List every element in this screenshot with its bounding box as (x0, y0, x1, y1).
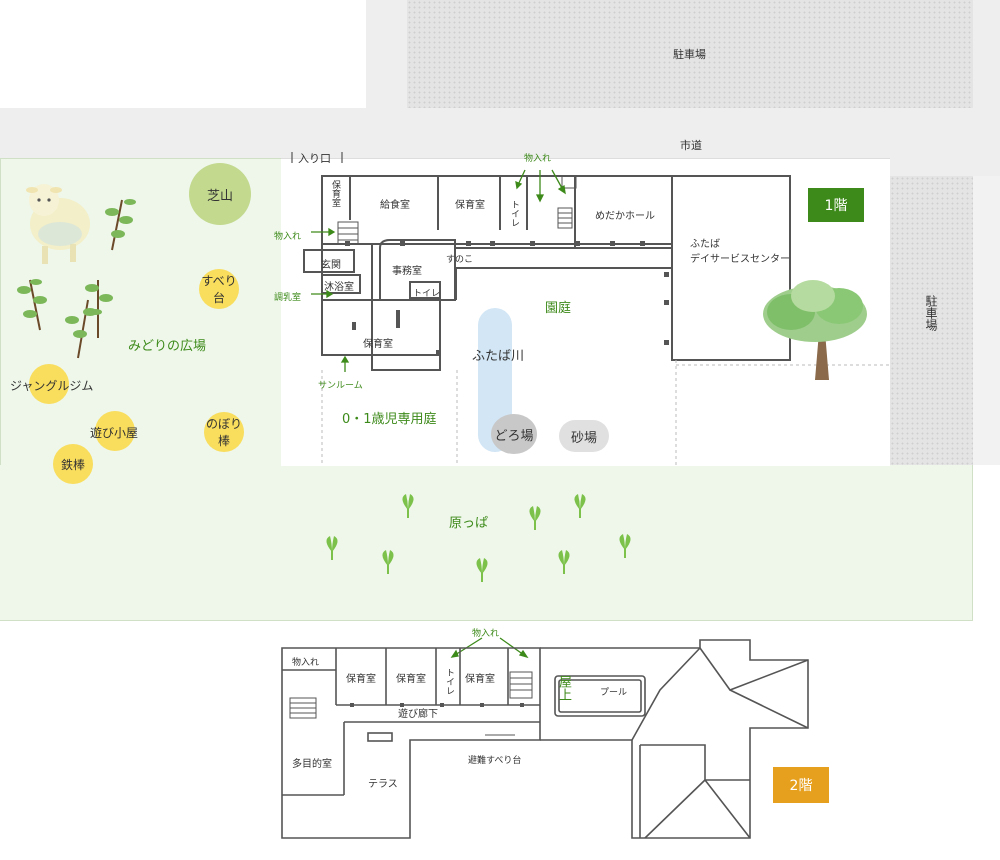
mud-area-label: どろ場 (494, 428, 534, 444)
parking-right-label: 駐車場 (924, 295, 938, 331)
f1-genkan-label: 玄関 (321, 260, 341, 271)
iron-bar-marker: 鉄棒 (53, 444, 93, 484)
f1-hoiku-a-label: 保育室 (455, 200, 485, 211)
f1-toilet-b-label: トイレ (413, 289, 441, 299)
mud-area: どろ場 (491, 414, 537, 454)
floor2-badge-label: 2階 (789, 778, 813, 794)
f1-monoire-left-label: 物入れ (274, 232, 302, 242)
floor1-badge: 1階 (808, 188, 864, 222)
f2-terrace-label: テラス (368, 779, 398, 790)
f2-okujo-label: 屋上 (556, 675, 571, 701)
parking-area-right (890, 176, 973, 465)
sheep-illustration (26, 184, 90, 264)
parking-top-label: 駐車場 (673, 48, 706, 61)
shibayama-label: 芝山 (206, 188, 233, 204)
f1-sunroom-label: サンルーム (318, 381, 363, 391)
f1-medaka-label: めだかホール (595, 211, 655, 222)
f1-toilet-a-label: トイレ (509, 200, 519, 227)
f1-dayservice-label-2: デイサービスセンター (690, 254, 790, 265)
sandbox-label: 砂場 (570, 430, 597, 446)
entrance-label: 入り口 (298, 152, 331, 165)
f2-monoire-top-label: 物入れ (472, 629, 500, 639)
f1-mokuyoku-label: 沐浴室 (324, 282, 354, 293)
f2-rouka-label: 遊び廊下 (398, 709, 438, 720)
slide-label: すべり台 (201, 274, 237, 305)
f1-dayservice (671, 175, 791, 361)
f2-tamokuteki-label: 多目的室 (292, 759, 332, 770)
f1-medaka (574, 175, 673, 249)
shibayama-mound: 芝山 (189, 163, 251, 225)
f2-pool-outline (554, 675, 646, 717)
climbing-pole-label: のぼり棒 (205, 417, 242, 448)
play-hut-label: 遊び小屋 (90, 426, 139, 440)
iron-bar-label: 鉄棒 (60, 457, 85, 472)
jungle-gym-marker (29, 364, 69, 404)
jungle-gym-label: ジャングルジム (10, 379, 94, 393)
f1-hoiku-small-label: 保育室 (330, 180, 340, 207)
play-hut-marker (95, 411, 135, 451)
road-label: 市道 (680, 139, 702, 152)
f2-suberidai-label: 避難すべり台 (468, 756, 522, 766)
f2-monoire-left-label: 物入れ (292, 658, 320, 668)
infant-yard-label: 0・1歳児専用庭 (342, 412, 437, 427)
lawn-bottom (0, 465, 973, 621)
f2-toilet-label: トイレ (444, 668, 454, 695)
road-band-right (973, 0, 1000, 108)
f1-hoiku-b (321, 299, 441, 356)
sandbox: 砂場 (559, 420, 609, 452)
road-band-right-lower (973, 176, 1000, 465)
yard-entei-label: 園庭 (545, 301, 572, 316)
slide-marker: すべり台 (199, 269, 239, 309)
meadow-label: 原っぱ (449, 516, 489, 531)
f1-kyushoku-label: 給食室 (380, 200, 410, 211)
floor1-badge-label: 1階 (824, 198, 848, 214)
parking-area-top (407, 0, 973, 108)
floor2-badge: 2階 (773, 767, 829, 803)
f1-genkan (303, 249, 355, 273)
f1-mokuyoku (321, 274, 361, 294)
f2-hoiku-1-label: 保育室 (346, 674, 376, 685)
f1-dayservice-label-1: ふたば (690, 239, 720, 250)
sapling-group (17, 199, 136, 359)
f2-hoiku-3-label: 保育室 (465, 674, 495, 685)
f1-monoire-top-label: 物入れ (524, 154, 552, 164)
tree-illustration (763, 280, 867, 380)
f1-sunoko-label: すのこ (446, 255, 474, 265)
f1-chounyu-label: 調乳室 (274, 293, 302, 303)
climbing-pole-marker: のぼり棒 (204, 412, 244, 452)
f1-jimu-label: 事務室 (392, 266, 422, 277)
f1-hoiku-b-label: 保育室 (363, 339, 393, 350)
f1-toilet-b (409, 281, 441, 299)
road-band-top (366, 0, 407, 108)
f2-pool-label: プール (600, 688, 628, 698)
sprout-group (326, 494, 631, 582)
f2-hoiku-2-label: 保育室 (396, 674, 426, 685)
yard-river-label: ふたば川 (472, 349, 525, 364)
green-plaza-label: みどりの広場 (128, 339, 207, 354)
